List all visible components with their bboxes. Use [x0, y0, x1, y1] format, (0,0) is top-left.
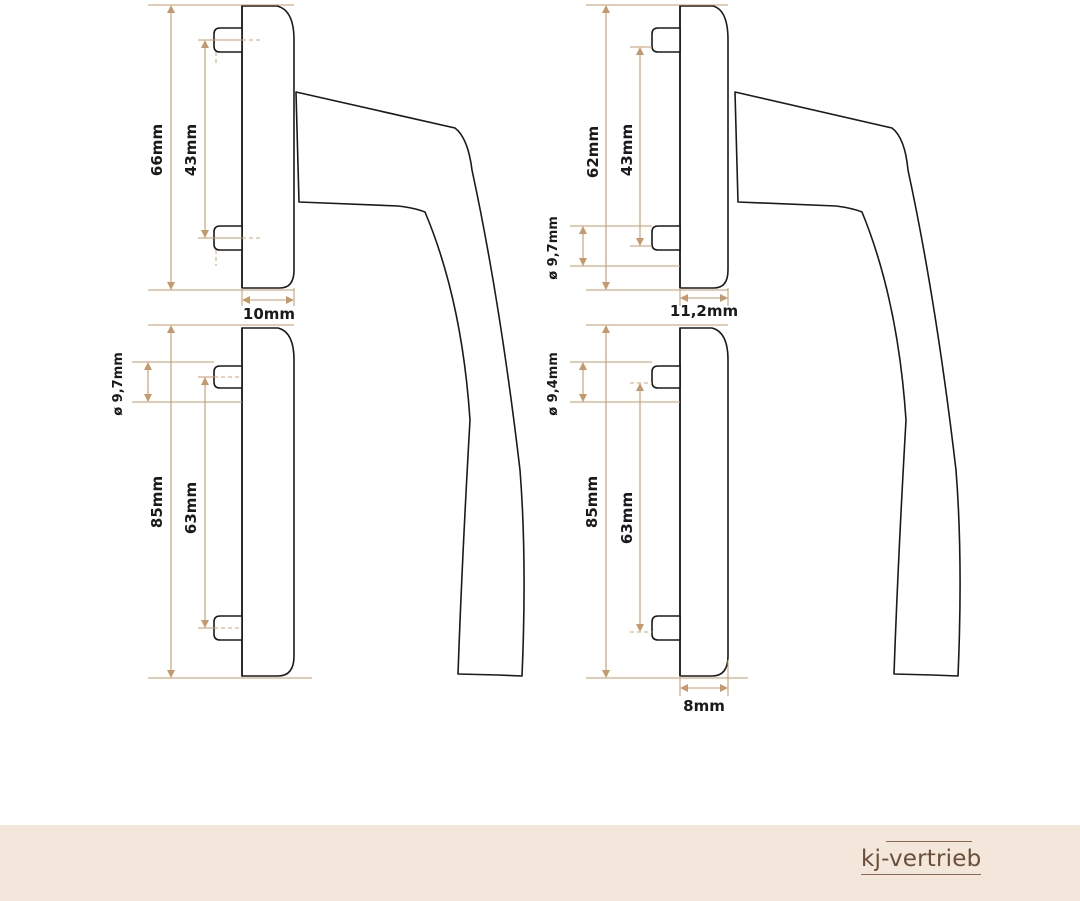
brand-overline: [886, 841, 972, 842]
left-upper-rose: [241, 5, 295, 289]
right-lower-height-label: 85mm: [583, 476, 601, 528]
left-upper-thickness-label: 10mm: [243, 305, 295, 323]
right-upper-spacing-label: 43mm: [618, 124, 636, 176]
footer-band: [0, 825, 1080, 901]
right-upper-thickness-label: 11,2mm: [670, 302, 738, 320]
brand-logo: kj-vertrieb: [861, 846, 982, 875]
technical-drawing: 66mm 43mm 10mm ø 9,7mm 85mm 63mm 62mm 43…: [111, 4, 961, 715]
right-lower-thickness-label: 8mm: [683, 697, 725, 715]
right-lower-spacing-label: 63mm: [618, 492, 636, 544]
right-lower-diameter-label: ø 9,4mm: [546, 352, 561, 416]
left-upper-height-label: 66mm: [148, 124, 166, 176]
left-lower-spacing-label: 63mm: [182, 482, 200, 534]
left-upper-spacing-label: 43mm: [182, 124, 200, 176]
left-handle-drawing: [132, 4, 525, 679]
left-handle-lever: [295, 91, 525, 677]
left-lower-diameter-label: ø 9,7mm: [111, 352, 126, 416]
right-upper-height-label: 62mm: [584, 126, 602, 178]
right-upper-rose: [679, 5, 729, 289]
left-lower-rose: [241, 327, 295, 677]
right-upper-diameter-label: ø 9,7mm: [546, 216, 561, 280]
right-handle-drawing: [570, 4, 961, 696]
left-lower-height-label: 85mm: [148, 476, 166, 528]
right-lower-rose: [679, 327, 729, 677]
right-handle-lever: [734, 91, 961, 677]
